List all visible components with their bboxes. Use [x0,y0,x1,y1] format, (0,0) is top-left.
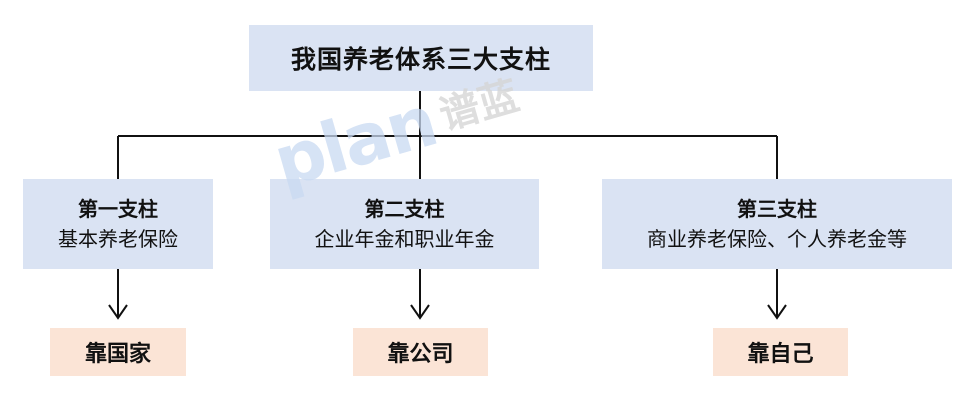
pillar-title: 第一支柱 [78,197,158,221]
arrow-down-1 [108,269,128,320]
pillar-description: 企业年金和职业年金 [314,227,495,251]
pillar-node-2: 第二支柱 企业年金和职业年金 [270,179,539,269]
pillar-title: 第二支柱 [364,197,445,221]
arrow-down-3 [767,269,787,320]
pillar-node-1: 第一支柱 基本养老保险 [23,179,213,269]
diagram-title: 我国养老体系三大支柱 [290,45,551,74]
result-node-3: 靠自己 [713,328,848,376]
pillar-description: 基本养老保险 [58,227,178,251]
pillar-node-3: 第三支柱 商业养老保险、个人养老金等 [602,179,952,269]
pillar-title: 第三支柱 [737,197,817,221]
result-node-1: 靠国家 [50,328,186,376]
result-label: 靠国家 [84,342,151,367]
pillar-description: 商业养老保险、个人养老金等 [647,227,907,251]
arrow-down-2 [410,269,430,320]
root-node: 我国养老体系三大支柱 [249,25,593,91]
result-node-2: 靠公司 [353,328,488,376]
result-label: 靠公司 [387,342,454,367]
result-label: 靠自己 [747,342,814,367]
